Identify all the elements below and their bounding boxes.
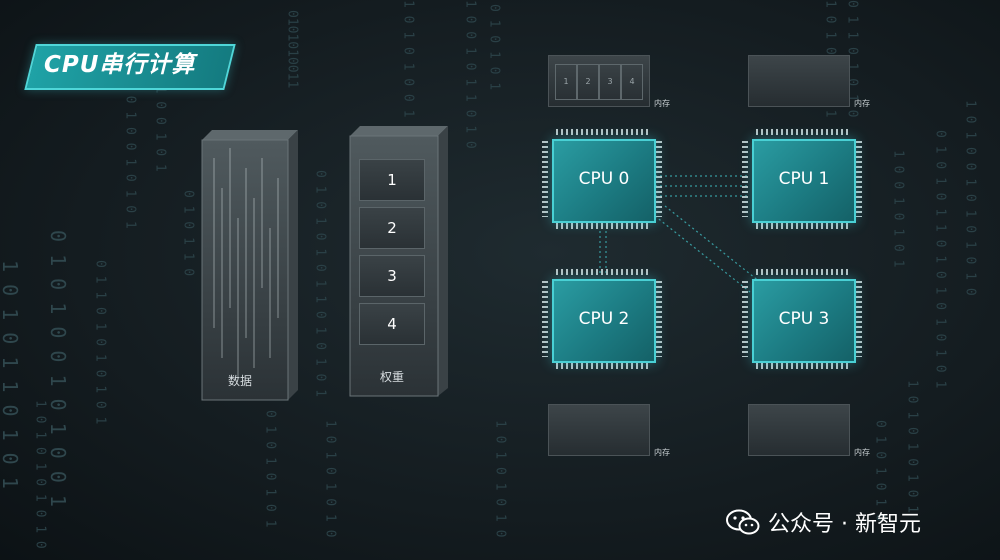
svg-text:0 1 1 0 1 0 1 0 1 0 1: 0 1 1 0 1 0 1 0 1 0 1 [93,260,108,424]
svg-text:0 1 0 1 0 1 1 0 1 0 1 0 1 0 1: 0 1 0 1 0 1 1 0 1 0 1 0 1 0 1 0 1 [933,130,948,388]
cpu-0-label: CPU 0 [578,169,630,189]
weights-block-label: 权重 [380,370,405,384]
page-title: CPU串行计算 [44,52,196,78]
cpu-1: CPU 1 [740,127,864,231]
memory-label: 内存 [854,99,870,108]
memory-block-cpu1 [748,55,850,107]
watermark-text: 公众号 · 新智元 [768,512,921,537]
weight-item-3: 3 [359,255,425,297]
svg-text:0 1 0 1 0 1: 0 1 0 1 0 1 [487,4,502,90]
svg-text:1 0 1 0 1 0 1 0 1 0: 1 0 1 0 1 0 1 0 1 0 [33,400,48,549]
svg-text:1 0 1 0 1 0 0 1: 1 0 1 0 1 0 0 1 [401,0,416,117]
memory-slot-2: 2 [577,64,599,100]
data-block-label: 数据 [228,374,253,388]
memory-label: 内存 [654,99,670,108]
svg-text:0 1 0 1 0 0 1 0 1 0 0 1: 0 1 0 1 0 0 1 0 1 0 0 1 [46,230,70,507]
svg-text:1 0 1 0 1 0 1 0 1: 1 0 1 0 1 0 1 0 1 [905,380,920,513]
cpu-2-label: CPU 2 [578,309,630,329]
svg-text:1 0 1 0 1 0 1 0: 1 0 1 0 1 0 1 0 [493,420,508,537]
data-block [201,130,298,401]
cpu-3: CPU 3 [740,267,864,371]
svg-text:1 0 1 0 1 1 0 1 0 1: 1 0 1 0 1 1 0 1 0 1 [0,260,22,489]
weight-item-1: 1 [359,159,425,201]
svg-text:0 1 0 1 0 1 0 1: 0 1 0 1 0 1 0 1 [263,410,278,527]
memory-label: 内存 [654,448,670,457]
memory-slot-3: 3 [599,64,621,100]
cpu-3-label: CPU 3 [778,309,830,329]
watermark: 公众号 · 新智元 [726,508,921,537]
memory-block-cpu3 [748,404,850,456]
memory-block-cpu0: 1 2 3 4 [548,55,650,107]
svg-text:1 0 1 0 0 1 0 1 0 1: 1 0 1 0 0 1 0 1 0 1 [123,80,138,229]
svg-text:0 1 0 1 0 1 0 1 1 0 1 0 1 0 1: 0 1 0 1 0 1 0 1 1 0 1 0 1 0 1 [313,170,328,397]
svg-text:1 0 0 1 0 1 0 1: 1 0 0 1 0 1 0 1 [891,150,906,267]
svg-text:1 0 1 0 0 1 0 1 0 1 0 1 0: 1 0 1 0 0 1 0 1 0 1 0 1 0 [963,100,978,296]
svg-text:1 0 1 0 1 0 1 0: 1 0 1 0 1 0 1 0 [323,420,338,537]
cpu-1-label: CPU 1 [778,169,830,189]
weight-item-2: 2 [359,207,425,249]
memory-slot-1: 1 [555,64,577,100]
memory-block-cpu2 [548,404,650,456]
svg-text:1 0 0 1 0 1 1 0 1 0: 1 0 0 1 0 1 1 0 1 0 [463,0,478,149]
memory-slot-4: 4 [621,64,643,100]
svg-text:0101010011: 0101010011 [285,10,300,88]
memory-label: 内存 [854,448,870,457]
weight-item-4: 4 [359,303,425,345]
cpu-2: CPU 2 [540,267,664,371]
cpu-0: CPU 0 [540,127,664,231]
wechat-icon [726,509,760,535]
